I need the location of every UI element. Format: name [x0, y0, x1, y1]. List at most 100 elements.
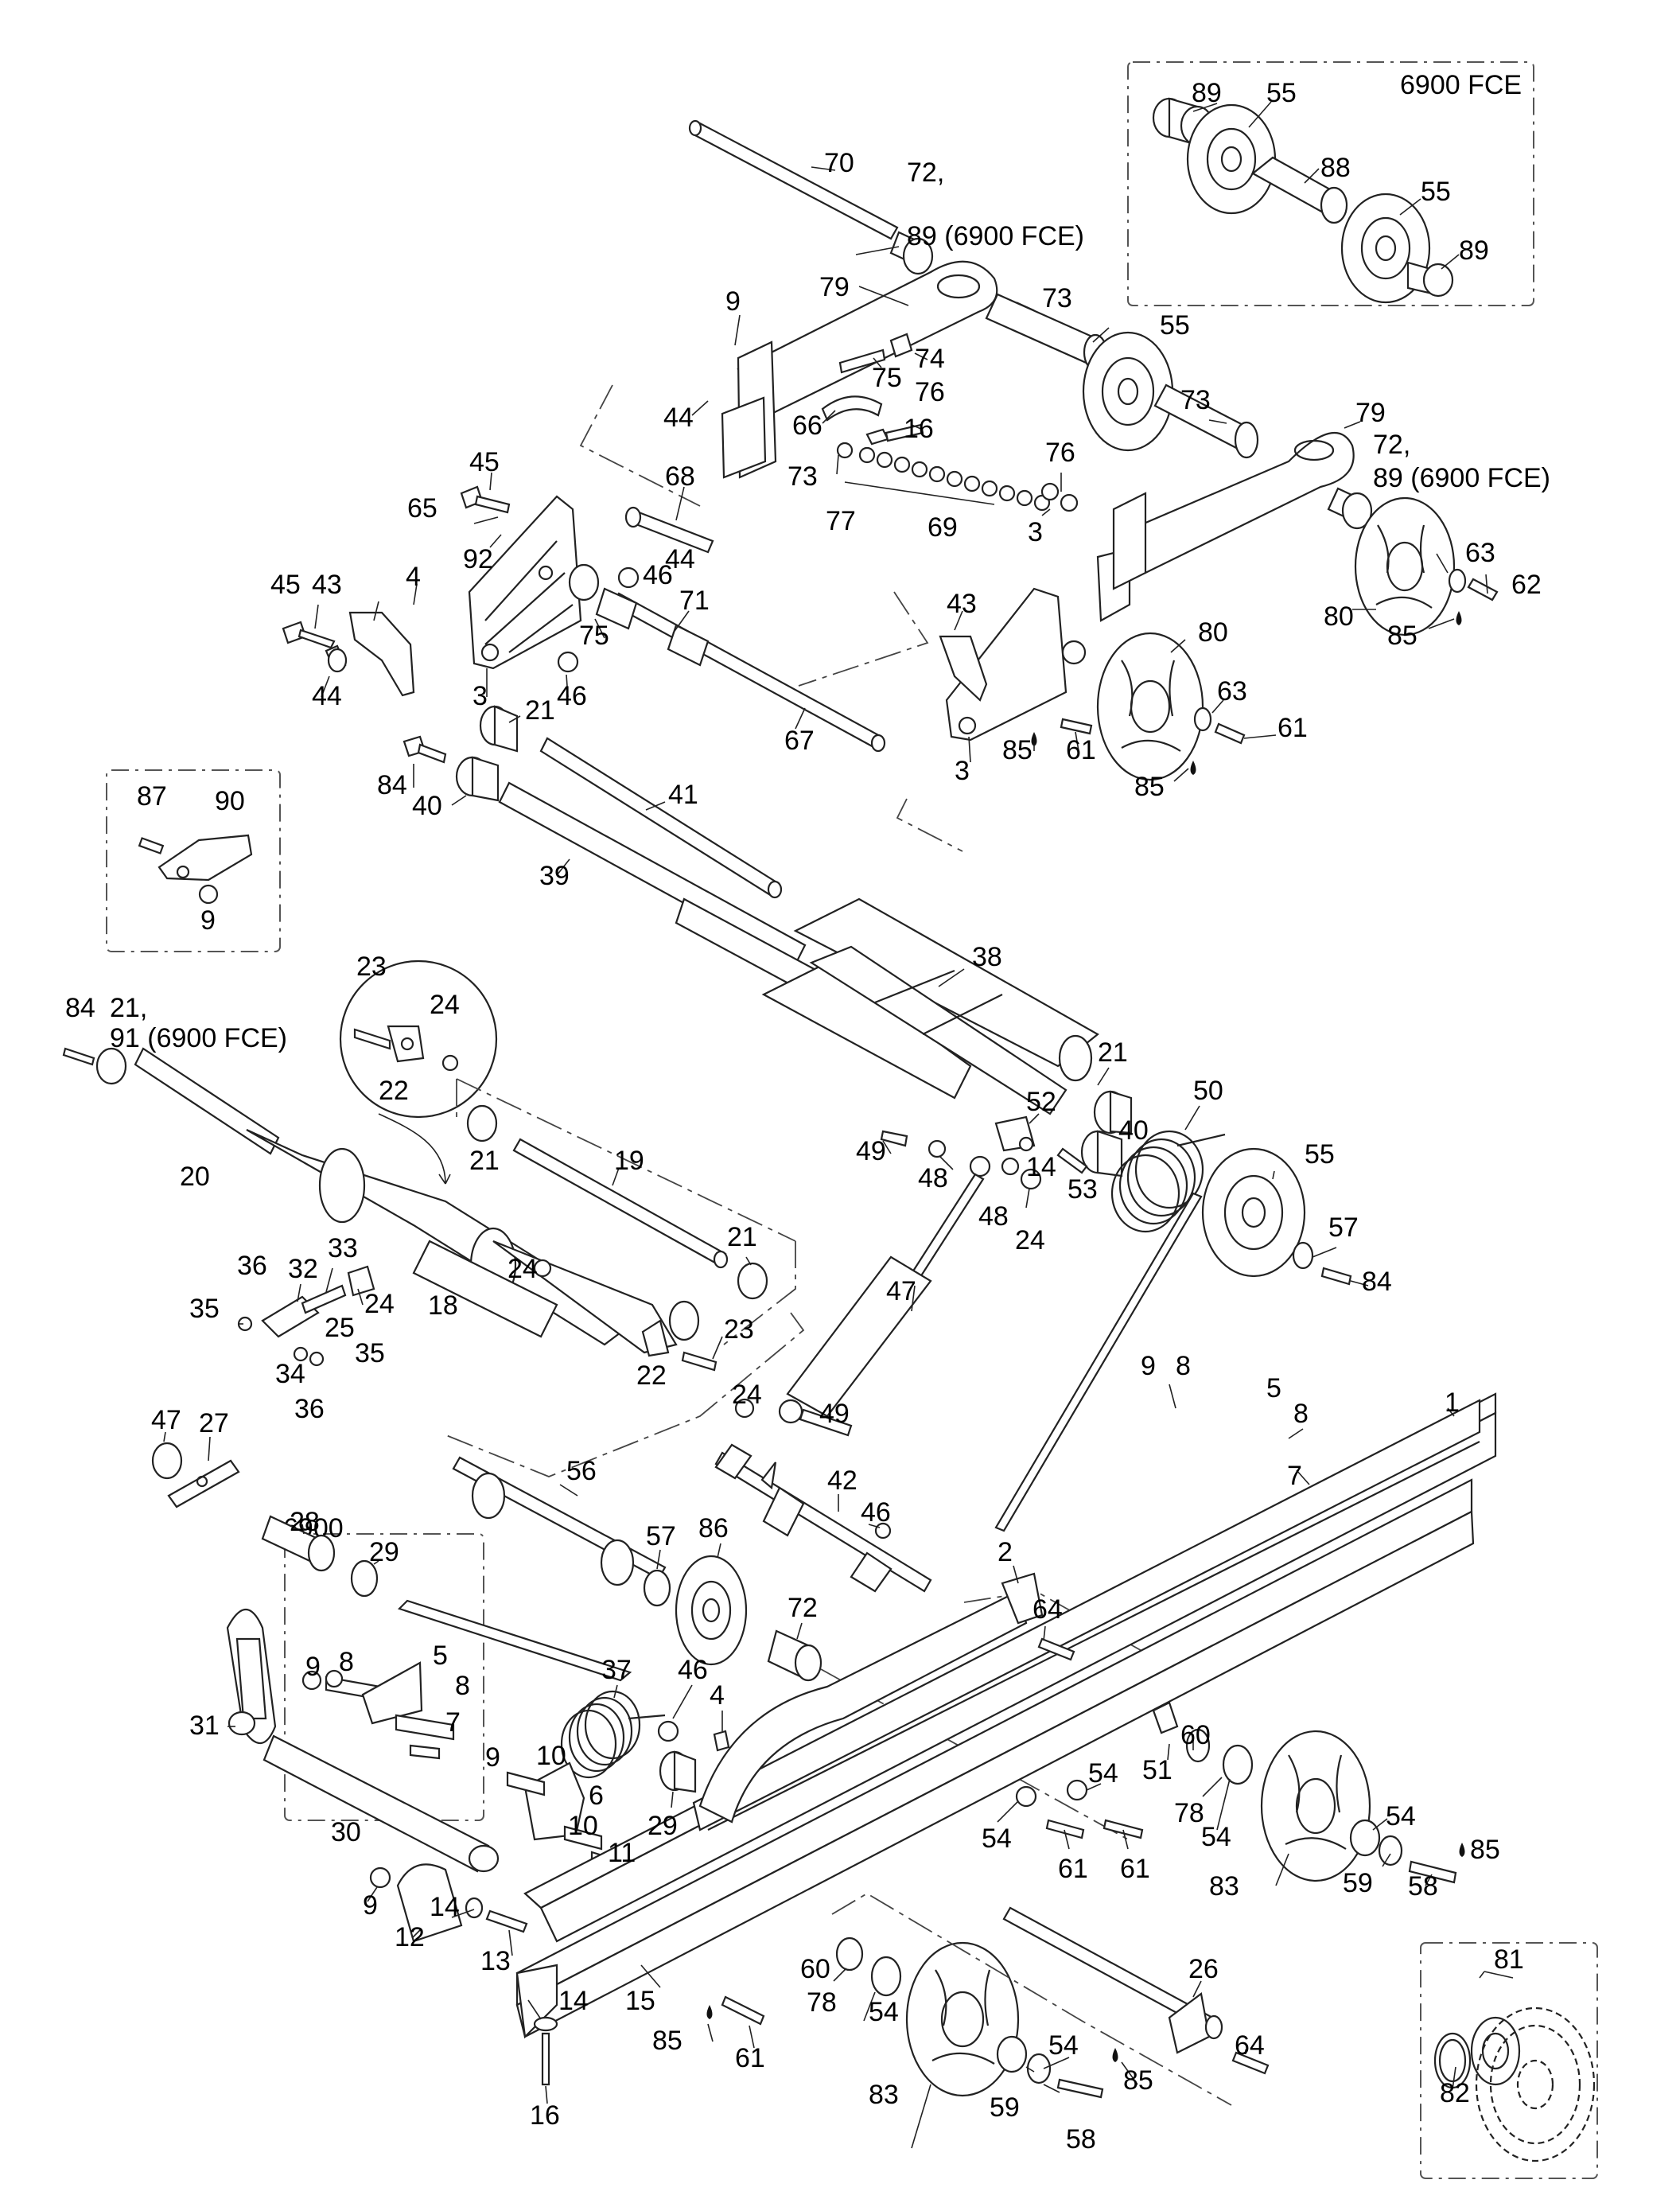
callout-91: 91 (6900 FCE): [110, 1023, 287, 1053]
callout-22-lower: 22: [636, 1360, 667, 1391]
screw-16-lower: [541, 2032, 550, 2086]
callout-55-center: 55: [1160, 310, 1190, 341]
slide-rail-1: [515, 1392, 1497, 2039]
wheel-80-lower: [1096, 632, 1246, 781]
bushing-72: [889, 231, 934, 275]
idler-wheel-55-right: [1201, 1147, 1352, 1286]
callout-32: 32: [288, 1254, 318, 1284]
callout-49-lower: 49: [819, 1399, 850, 1429]
grease-drop-85-e: [706, 2005, 713, 2019]
callout-20: 20: [180, 1162, 210, 1192]
bolt-61-mid-a: [1045, 1819, 1085, 1839]
slider-12: [369, 1863, 528, 1943]
idler-wheel-55-center: [1082, 331, 1174, 452]
callout-15: 15: [625, 1986, 655, 2016]
callout-72-lower-spacer: 72: [788, 1593, 818, 1623]
callout-28: 28: [290, 1507, 320, 1537]
torsion-spring-37: [397, 1599, 666, 1779]
callout-42: 42: [827, 1465, 858, 1496]
callout-4-upper: 4: [406, 562, 421, 592]
callout-8-right-lower: 8: [1293, 1399, 1309, 1429]
callout-21-right: 21: [1098, 1037, 1128, 1068]
callout-84-left: 84: [65, 993, 95, 1023]
guide-line-e: [441, 1312, 805, 1477]
callout-51: 51: [1142, 1755, 1172, 1785]
callout-45-lower: 45: [270, 570, 301, 600]
callout-54-lower-left: 54: [869, 1997, 899, 2027]
washer-48-a: [928, 1139, 947, 1158]
grease-drop-85-c: [1456, 611, 1462, 625]
inset-label-55-top: 55: [1266, 78, 1297, 108]
bushing-89-inset-right: [1406, 261, 1454, 298]
bracket-2: [698, 1572, 1044, 1824]
wheel-86: [675, 1555, 748, 1666]
callout-36-lower: 36: [294, 1394, 325, 1424]
callout-78-lower: 78: [807, 1987, 837, 2018]
callout-2: 2: [998, 1537, 1013, 1567]
circlip-57-lower: [643, 1569, 671, 1607]
bolt-61-mid-b: [1102, 1819, 1144, 1839]
axle-42: [714, 1443, 932, 1593]
callout-44-lower: 44: [312, 681, 342, 711]
callout-43-left: 43: [312, 570, 342, 600]
bolt-23-lower: [681, 1351, 718, 1372]
callout-66: 66: [792, 411, 822, 441]
inset-6900-fce-title: 6900 FCE: [1400, 70, 1522, 100]
bushing-40-right: [1080, 1130, 1123, 1177]
guide-line-g: [831, 1892, 1232, 2106]
callout-48-upper: 48: [918, 1163, 948, 1193]
callout-31: 31: [189, 1711, 220, 1741]
callout-43-right: 43: [947, 589, 977, 619]
callout-83-lower: 83: [869, 2080, 899, 2110]
callout-labels: 70 72, 89 (6900 FCE) 9 79 73 55 74 75 76…: [65, 148, 1550, 2154]
callout-24-lower: 24: [732, 1380, 762, 1410]
callout-65: 65: [407, 493, 438, 524]
callout-27: 27: [199, 1408, 229, 1438]
bushing-29-lower: [659, 1750, 697, 1793]
shaft-41: [539, 737, 783, 899]
nut-24-upper: [1020, 1168, 1042, 1190]
callout-35-lower: 35: [355, 1338, 385, 1368]
callout-92: 92: [463, 544, 493, 574]
callout-24-detail: 24: [430, 990, 460, 1020]
callout-10-lower: 10: [568, 1811, 598, 1841]
callout-23-detail: 23: [356, 952, 387, 982]
callout-61-mid: 61: [1066, 735, 1096, 765]
callout-64-upper: 64: [1032, 1594, 1063, 1625]
nut-46-a: [617, 566, 640, 589]
bolt-45-upper: [460, 485, 511, 514]
shock-absorber-47: [734, 1155, 991, 1424]
washer-row-69: [836, 442, 1079, 512]
grease-drop-85-f: [1112, 2048, 1118, 2062]
tube-28: [261, 1515, 336, 1572]
callout-16-upper: 16: [904, 414, 934, 444]
front-arm-38: [498, 781, 1099, 1115]
callout-85-right: 85: [1134, 772, 1165, 802]
bolt-49-upper: [880, 1130, 908, 1147]
callout-85-mid: 85: [1002, 735, 1032, 765]
bushing-21-right: [1093, 1090, 1133, 1135]
bushing-21-upper: [479, 705, 519, 753]
callout-45-upper: 45: [469, 447, 500, 477]
callout-36-upper: 36: [237, 1251, 267, 1281]
bushing-44-left: [325, 644, 348, 673]
callout-85-far-right: 85: [1470, 1835, 1500, 1865]
bracket-66: [821, 333, 924, 446]
callout-29-lower: 29: [648, 1811, 678, 1841]
shaft-56: [452, 1456, 667, 1586]
callout-54-mid-right: 54: [1088, 1758, 1118, 1789]
nut-46-lower: [657, 1720, 679, 1742]
shaft-19: [466, 1104, 768, 1300]
callout-7-inset: 7: [445, 1707, 461, 1738]
callout-59-right: 59: [1343, 1868, 1373, 1898]
wheel-83-right: [1152, 1701, 1457, 1884]
leader-lines: [163, 166, 1514, 2149]
grease-drop-85-d: [1459, 1843, 1465, 1857]
callout-16-lower: 16: [530, 2100, 560, 2131]
callout-67: 67: [784, 726, 815, 756]
bracket-27: [167, 1459, 240, 1508]
callout-76-upper: 76: [915, 377, 945, 407]
bracket-43-left: [348, 611, 415, 697]
callout-13: 13: [480, 1946, 511, 1976]
